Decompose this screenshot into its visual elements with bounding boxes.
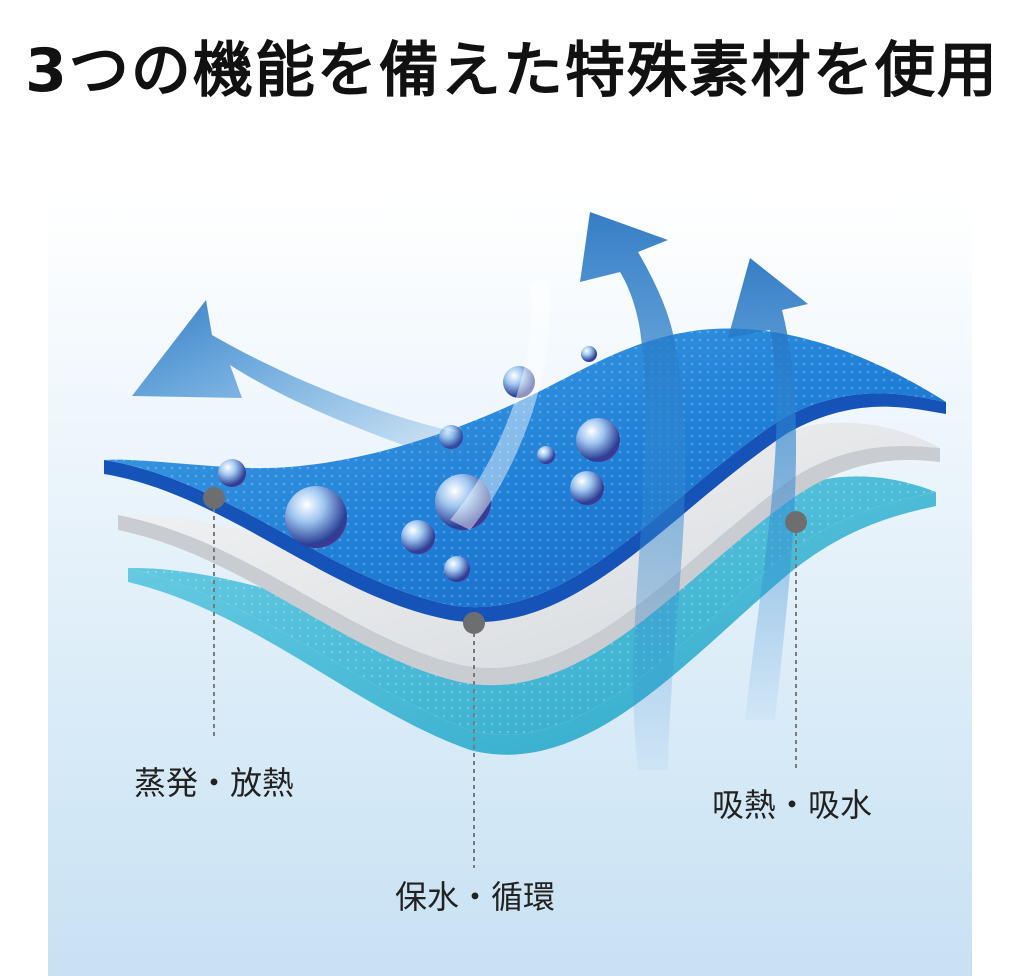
water-droplet bbox=[503, 366, 535, 398]
airflow-arrow-center bbox=[580, 212, 686, 770]
water-droplet bbox=[285, 486, 347, 548]
page-title: 3つの機能を備えた特殊素材を使用 bbox=[25, 36, 999, 106]
water-droplet bbox=[435, 474, 491, 530]
label-evaporation-heat-release: 蒸発・放熱 bbox=[134, 764, 295, 802]
label-water-retention-circulation: 保水・循環 bbox=[395, 878, 556, 916]
water-droplet bbox=[444, 556, 470, 582]
airflow-arrows bbox=[132, 212, 808, 770]
water-droplet bbox=[218, 459, 246, 487]
leader-dot-evaporation bbox=[203, 487, 225, 509]
airflow-arrow-light bbox=[450, 280, 551, 530]
water-droplet bbox=[570, 471, 604, 505]
water-droplet bbox=[401, 520, 435, 554]
leader-dot-absorption bbox=[785, 511, 807, 533]
label-heat-water-absorption: 吸熱・吸水 bbox=[712, 786, 873, 824]
leader-dot-retention bbox=[463, 612, 485, 634]
water-droplet bbox=[537, 446, 555, 464]
water-droplet bbox=[581, 346, 597, 362]
airflow-arrow-right bbox=[728, 258, 808, 720]
fabric-layer-middle bbox=[118, 422, 940, 686]
leader-lines bbox=[203, 487, 807, 868]
water-droplet bbox=[576, 418, 620, 462]
airflow-arrow-left bbox=[132, 300, 490, 470]
